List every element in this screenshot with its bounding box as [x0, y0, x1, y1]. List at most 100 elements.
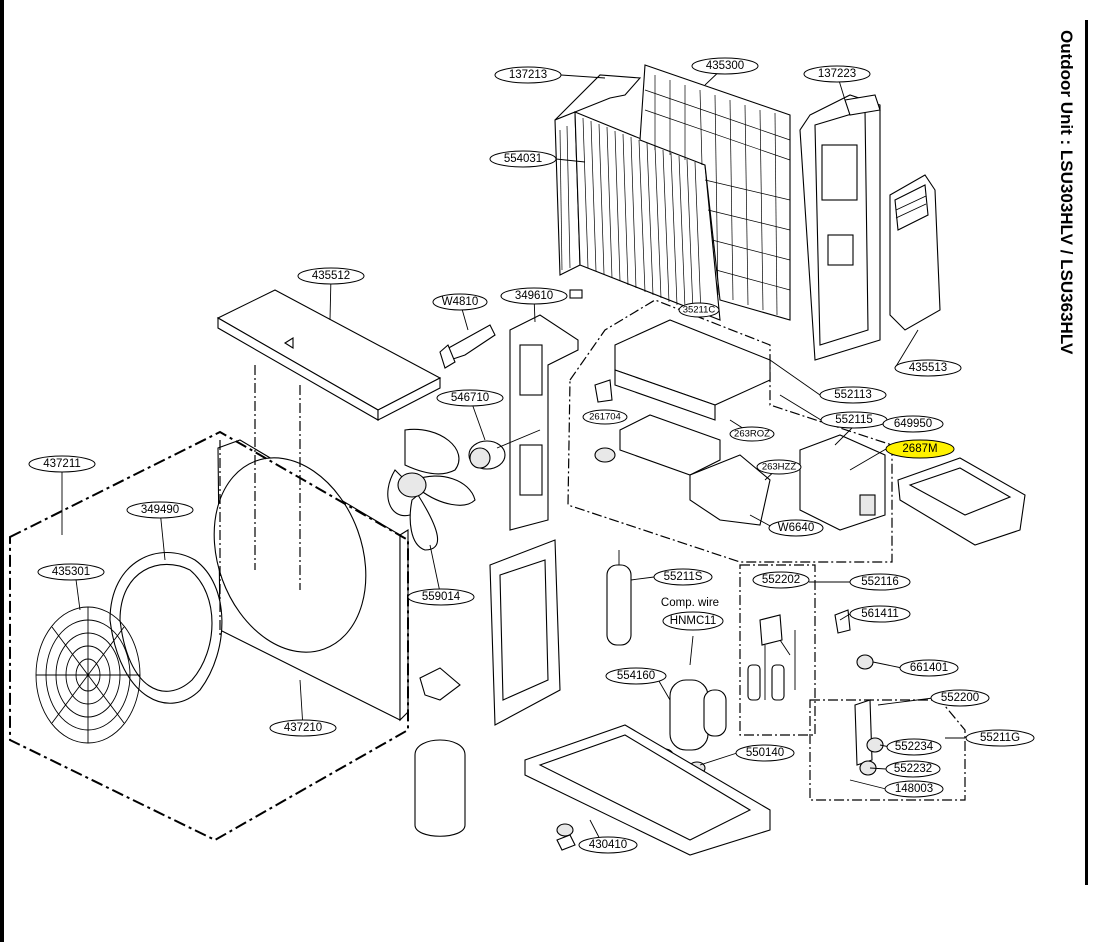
callout-137223: 137223 [803, 65, 871, 83]
callout-55211S-label: 55211S [664, 571, 703, 583]
callout-263ROZ: 263ROZ [729, 426, 775, 442]
callout-437210: 437210 [269, 719, 337, 737]
callout-HNMC11-label: HNMC11 [670, 615, 716, 627]
callout-137213: 137213 [494, 66, 562, 84]
accumulator [606, 550, 632, 646]
service-valve-box [809, 609, 966, 801]
callout-550140-label: 550140 [746, 747, 784, 759]
callout-35211C: 35211C [678, 302, 720, 318]
side-panel-right [799, 94, 881, 361]
front-grille-ring [109, 551, 223, 704]
callout-552232-label: 552232 [894, 763, 932, 775]
callout-435512: 435512 [297, 267, 365, 285]
callout-552202-label: 552202 [762, 574, 800, 586]
callout-2687M: 2687M [885, 439, 955, 459]
callout-349490-label: 349490 [141, 504, 179, 516]
callout-546710: 546710 [436, 389, 504, 407]
callout-559014-label: 559014 [422, 591, 461, 603]
callout-552200: 552200 [930, 689, 990, 707]
callout-261704-label: 261704 [589, 412, 621, 423]
callout-349490: 349490 [126, 501, 194, 519]
callout-552113: 552113 [819, 386, 887, 404]
callout-W6640: W6640 [768, 519, 824, 537]
callout-552116-label: 552116 [861, 576, 899, 588]
callout-552116: 552116 [849, 573, 911, 591]
callout-35211C-label: 35211C [683, 305, 716, 316]
callout-554031-label: 554031 [504, 153, 542, 165]
title-rule [1085, 20, 1088, 885]
callout-349610: 349610 [500, 287, 568, 305]
callout-148003: 148003 [884, 780, 944, 798]
board-cover [897, 457, 1026, 546]
callout-137213-label: 137213 [509, 69, 547, 81]
callout-263ROZ-label: 263ROZ [734, 429, 770, 440]
drain-parts [414, 667, 576, 851]
control-box [614, 319, 771, 421]
callout-437211-label: 437211 [43, 458, 81, 470]
callout-552234-label: 552234 [895, 741, 934, 753]
callout-546710-label: 546710 [451, 392, 489, 404]
callout-649950: 649950 [882, 415, 944, 433]
callout-435301: 435301 [37, 563, 105, 581]
fan-motor [468, 429, 541, 470]
callout-550140: 550140 [735, 744, 795, 762]
callout-554031: 554031 [489, 150, 557, 168]
callout-435300: 435300 [691, 57, 759, 75]
callout-55211S: 55211S [653, 568, 713, 586]
front-assembly-outline [9, 365, 409, 842]
pcb-assembly [594, 379, 886, 531]
callout-561411: 561411 [849, 605, 911, 623]
top-cover [216, 289, 442, 421]
callout-435301-label: 435301 [52, 566, 90, 578]
callout-552200-label: 552200 [941, 692, 979, 704]
bracket-w4810 [439, 324, 496, 369]
callout-661401: 661401 [899, 659, 959, 677]
callout-430410-label: 430410 [589, 839, 627, 851]
exploded-parts-diagram: 137213 435300 137223 554031 435512 W4810… [9, 57, 1035, 856]
callout-137223-label: 137223 [818, 68, 856, 80]
callout-W4810-label: W4810 [442, 296, 478, 308]
side-post [489, 539, 561, 726]
callout-263HZZ: 263HZZ [756, 459, 802, 475]
comp-wire-note: Comp. wire [661, 597, 719, 609]
callout-552232: 552232 [885, 760, 941, 778]
callout-552115-label: 552115 [835, 414, 873, 426]
callout-263HZZ-label: 263HZZ [762, 462, 797, 473]
callout-559014: 559014 [407, 588, 475, 606]
page-left-border [0, 0, 4, 942]
callout-554160: 554160 [605, 667, 667, 685]
callout-437210-label: 437210 [284, 722, 322, 734]
callout-2687M-label: 2687M [902, 443, 937, 455]
callout-W4810: W4810 [432, 293, 488, 311]
rear-grille [639, 64, 791, 321]
callout-561411-label: 561411 [861, 608, 899, 620]
callout-437211: 437211 [28, 455, 96, 473]
motor-bracket [509, 314, 579, 531]
callout-552202: 552202 [752, 571, 810, 589]
callout-55211G: 55211G [965, 729, 1035, 747]
callout-435512-label: 435512 [312, 270, 350, 282]
callout-435513-label: 435513 [909, 362, 947, 374]
callout-261704: 261704 [582, 409, 628, 425]
callout-148003-label: 148003 [895, 783, 933, 795]
callout-649950-label: 649950 [894, 418, 932, 430]
callout-W6640-label: W6640 [778, 522, 814, 534]
front-panel [213, 439, 409, 722]
callout-552234: 552234 [886, 738, 942, 756]
side-cover [889, 174, 941, 331]
valve-assembly-box [739, 564, 816, 736]
callout-554160-label: 554160 [617, 670, 655, 682]
base-pan [524, 724, 771, 856]
callout-661401-label: 661401 [910, 662, 948, 674]
callout-349610-label: 349610 [515, 290, 553, 302]
callout-552115: 552115 [820, 411, 888, 429]
diagram-title: Outdoor Unit : LSU303HLV / LSU363HLV [1048, 30, 1078, 470]
fan-guard [35, 606, 141, 744]
callout-552113-label: 552113 [834, 389, 872, 401]
callout-430410: 430410 [578, 836, 638, 854]
callout-435300-label: 435300 [706, 60, 744, 72]
callout-55211G-label: 55211G [980, 732, 1020, 744]
callout-435513: 435513 [894, 359, 962, 377]
callout-HNMC11: HNMC11 [662, 611, 724, 631]
diagram-title-text: Outdoor Unit : LSU303HLV / LSU363HLV [1057, 30, 1076, 355]
